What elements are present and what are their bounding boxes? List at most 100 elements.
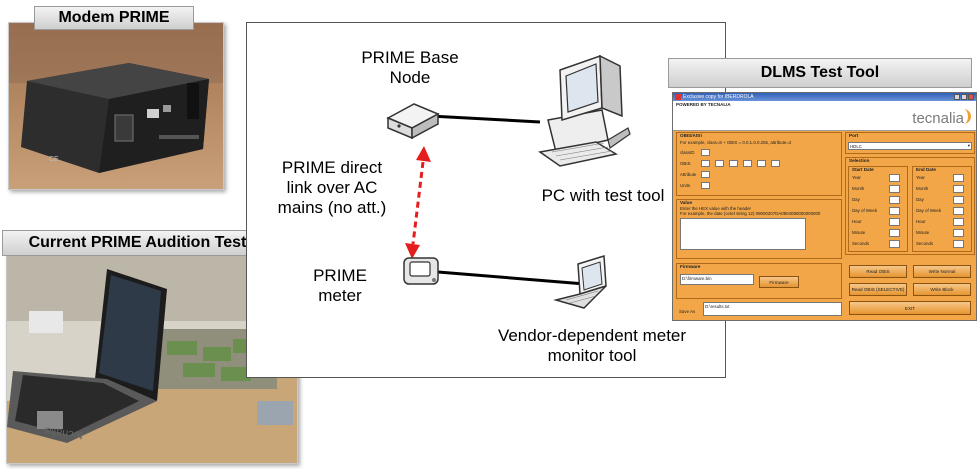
end-date-field-label: Hour xyxy=(916,219,926,224)
direct-link-label: PRIME direct link over AC mains (no att.… xyxy=(262,158,402,218)
save-as-value: D:\results.txt xyxy=(705,304,730,309)
end-date-title: End Date xyxy=(916,167,936,172)
prime-meter-line1: PRIME xyxy=(313,266,367,285)
attribute-label: Attribute xyxy=(680,172,697,177)
app-icon xyxy=(675,94,681,100)
modem-photo-frame: CE xyxy=(8,22,224,190)
end-date-field-label: Seconds xyxy=(916,241,934,246)
write-block-button[interactable]: Write Block xyxy=(913,283,971,296)
value-hint-line1: Enter the HEX value with the header xyxy=(680,206,752,211)
start-date-title: Start Date xyxy=(852,167,874,172)
class-id-input[interactable] xyxy=(701,149,710,156)
firmware-group-title: Firmware xyxy=(680,264,701,269)
firmware-path-value: D:\firmware.bin xyxy=(682,276,712,281)
start-date-field-input[interactable] xyxy=(889,207,900,215)
value-group: Value Enter the HEX value with the heade… xyxy=(676,199,842,259)
direct-link-line3: mains (no att.) xyxy=(277,198,387,217)
end-date-field-input[interactable] xyxy=(953,240,964,248)
value-hint-line2: For example, the date (octet string 12) … xyxy=(680,211,821,216)
vendor-laptop-icon xyxy=(553,255,607,309)
start-date-field-label: Hour xyxy=(852,219,862,224)
attribute-input[interactable] xyxy=(701,171,710,178)
end-date-field-input[interactable] xyxy=(953,218,964,226)
direct-link-line1: PRIME direct xyxy=(281,158,383,177)
start-date-field-input[interactable] xyxy=(889,218,900,226)
arrow-head-top xyxy=(416,146,431,162)
base-node-line2: Node xyxy=(389,68,431,87)
units-input[interactable] xyxy=(701,182,710,189)
start-date-field-input[interactable] xyxy=(889,174,900,182)
port-group: Port HDLC ▾ xyxy=(845,132,975,154)
start-date-field-input[interactable] xyxy=(889,240,900,248)
value-textarea[interactable] xyxy=(680,218,806,250)
end-date-field-label: Year xyxy=(916,175,925,180)
vendor-tool-label: Vendor-dependent meter monitor tool xyxy=(484,326,700,366)
start-date-field-label: Year xyxy=(852,175,861,180)
obis-field-d[interactable] xyxy=(743,160,752,167)
firmware-button[interactable]: Firmware xyxy=(759,276,799,288)
powered-by-text: POWERED BY TECNALIA xyxy=(676,102,731,107)
tecnalia-logo-mark xyxy=(963,109,971,124)
base-node-icon xyxy=(386,103,440,140)
obis-field-e[interactable] xyxy=(757,160,766,167)
prime-meter-icon xyxy=(403,257,439,285)
save-as-input[interactable]: D:\results.txt xyxy=(703,302,842,316)
dlms-window-title: Exclusive copy for IBERDROLA xyxy=(683,94,754,100)
end-date-field-input[interactable] xyxy=(953,174,964,182)
start-date-field-label: Seconds xyxy=(852,241,870,246)
minimize-icon[interactable] xyxy=(954,94,960,100)
obis-field-c[interactable] xyxy=(729,160,738,167)
pc-label: PC with test tool xyxy=(541,186,665,205)
start-date-field-input[interactable] xyxy=(889,229,900,237)
close-icon[interactable] xyxy=(968,94,974,100)
start-date-field-label: Minute xyxy=(852,230,866,235)
units-label: Units xyxy=(680,183,691,188)
firmware-group: Firmware D:\firmware.bin Firmware xyxy=(676,263,842,299)
port-select[interactable]: HDLC ▾ xyxy=(848,142,972,150)
tecnalia-logo: tecnalia xyxy=(912,110,964,127)
port-group-title: Port xyxy=(849,133,859,138)
firmware-path-input[interactable]: D:\firmware.bin xyxy=(680,274,754,285)
start-date-field-label: Day xyxy=(852,197,860,202)
start-date-field-input[interactable] xyxy=(889,196,900,204)
class-id-label: classID xyxy=(680,150,695,155)
svg-text:CE: CE xyxy=(49,156,59,163)
arrow-head-bottom xyxy=(405,243,420,259)
base-node-line1: PRIME Base xyxy=(361,48,459,67)
write-normal-button[interactable]: Write Normal xyxy=(913,265,971,278)
end-date-field-input[interactable] xyxy=(953,207,964,215)
end-date-field-input[interactable] xyxy=(953,229,964,237)
dlms-header: POWERED BY TECNALIA tecnalia xyxy=(673,101,976,131)
exit-button[interactable]: EXIT xyxy=(849,301,971,315)
obis-field-a[interactable] xyxy=(701,160,710,167)
obis-example-text: For example, class=8 + OBIS = 0.0.1.0.0.… xyxy=(680,140,792,145)
read-obis-selective-button[interactable]: Read OBIS (SELECTIVE) xyxy=(849,283,907,296)
base-node-label: PRIME Base Node xyxy=(350,48,470,88)
meter-laptop-link xyxy=(437,270,586,286)
base-pc-link xyxy=(429,114,541,124)
modem-prime-label: Modem PRIME xyxy=(34,6,194,30)
value-group-title: Value xyxy=(680,200,693,205)
obis-code-label: OBIS xyxy=(680,161,691,166)
end-date-field-input[interactable] xyxy=(953,196,964,204)
modem-photo: CE xyxy=(9,23,223,189)
vendor-tool-line2: monitor tool xyxy=(547,346,637,365)
end-date-field-input[interactable] xyxy=(953,185,964,193)
end-date-field-label: Month xyxy=(916,186,929,191)
obis-field-b[interactable] xyxy=(715,160,724,167)
obis-field-f[interactable] xyxy=(771,160,780,167)
save-as-label: Save As xyxy=(679,309,696,314)
end-date-field-label: Day of Week xyxy=(916,208,942,213)
network-diagram-panel xyxy=(246,22,726,378)
selection-group-title: Selection xyxy=(849,158,870,163)
start-date-field-label: Day of Week xyxy=(852,208,878,213)
obis-group: OBIS/Attri For example, class=8 + OBIS =… xyxy=(676,132,842,196)
pc-icon xyxy=(538,54,631,167)
start-date-field-input[interactable] xyxy=(889,185,900,193)
maximize-icon[interactable] xyxy=(961,94,967,100)
port-select-value: HDLC xyxy=(850,144,862,149)
read-obis-button[interactable]: Read OBIS xyxy=(849,265,907,278)
dlms-title-bar: Exclusive copy for IBERDROLA xyxy=(673,93,976,101)
